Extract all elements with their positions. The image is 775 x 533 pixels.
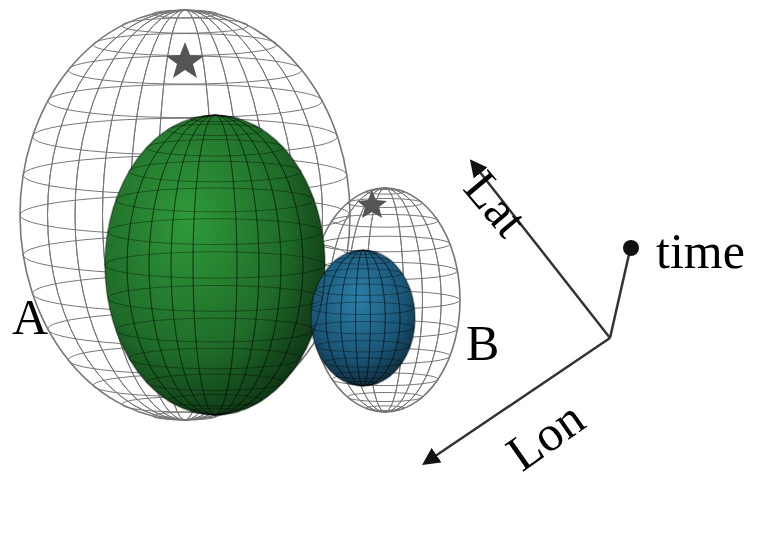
wire-outline [310,188,460,412]
ellipsoid-label: B [466,318,499,368]
star-marker [357,190,387,218]
wire-parallel [48,85,322,118]
wire-outline [105,115,325,415]
wire-meridian [193,115,237,415]
wire-parallel [332,214,438,227]
wire-parallel [108,219,322,245]
ellipsoid-b [311,250,415,386]
wire-meridian [341,250,386,386]
wire-meridian [215,115,216,415]
wire-parallel [116,188,314,212]
grid-a [105,115,325,415]
wire-outline [311,250,415,386]
wire-meridian [193,115,237,415]
wire-outline [20,10,350,420]
grid-b [311,250,415,386]
wire-meridian [149,115,281,415]
wire-parallel [116,318,314,342]
wire-meridian [149,115,281,415]
wire-parallel [191,408,240,414]
wire-meridian [356,250,371,386]
wire-parallel [316,284,411,295]
axis-label: Lat [456,162,537,245]
wire-parallel [324,358,403,367]
wire-meridian [171,115,259,415]
wire-parallel [122,18,248,33]
wire-parallel [348,251,377,255]
wire-meridian [171,115,259,415]
axis-label: time [656,226,745,276]
wire-parallel [153,10,217,18]
wire-parallel [105,252,325,278]
star-marker [166,42,204,78]
wire-parallel [348,392,423,401]
wire-parallel [366,406,405,411]
ellipsoid-label: A [12,292,48,342]
wire-parallel [320,236,450,252]
wire-parallel [312,302,415,314]
wire-parallel [129,348,301,369]
wire-parallel [191,116,240,122]
wire-meridian [341,250,386,386]
wire-parallel [108,286,322,312]
ellipsoid-a [105,115,325,415]
wire-parallel [335,372,391,379]
wire-meridian [127,115,303,415]
wire-parallel [335,257,391,264]
wire-parallel [129,161,301,182]
wire-meridian [356,250,371,386]
wire-meridian [127,115,303,415]
wire-parallel [348,199,423,208]
outer-wireframe-b [310,188,460,412]
outer-wireframe-a [20,10,350,420]
wire-parallel [324,269,403,278]
wire-parallel [167,394,262,405]
wire-parallel [312,322,415,334]
wire-parallel [348,381,377,385]
wire-parallel [146,139,283,155]
wire-parallel [167,124,262,135]
wire-parallel [146,374,283,390]
axis-dot [623,240,639,256]
wire-parallel [316,341,411,352]
